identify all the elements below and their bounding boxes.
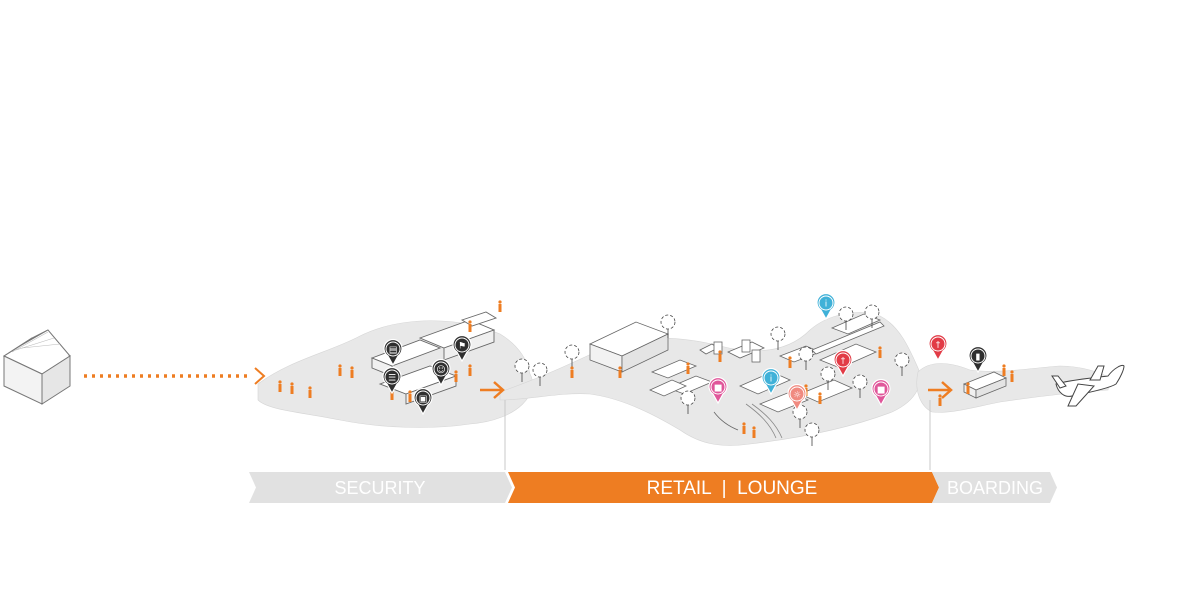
person-figure xyxy=(618,366,622,378)
person-figure xyxy=(468,364,472,376)
restaurant-icon: † xyxy=(833,349,853,378)
phase-label-boarding: BOARDING xyxy=(947,478,1043,498)
person-figure xyxy=(686,362,690,374)
person-figure xyxy=(468,320,472,332)
restaurant-icon: † xyxy=(928,333,948,362)
person-figure xyxy=(718,350,722,362)
svg-text:■: ■ xyxy=(877,386,886,396)
phase-label-retail-lounge: RETAIL | LOUNGE xyxy=(647,478,818,499)
svg-text:i: i xyxy=(770,375,773,385)
svg-text:☰: ☰ xyxy=(388,374,396,384)
metal-detector-icon: ☰ xyxy=(382,366,402,395)
person-figure xyxy=(498,300,502,312)
svg-text:☼: ☼ xyxy=(793,391,801,401)
tree-icon xyxy=(564,344,580,368)
person-figure xyxy=(338,364,342,376)
person-figure xyxy=(350,366,354,378)
person-figure xyxy=(938,394,942,406)
tree-icon xyxy=(864,304,880,328)
phase-label-security: SECURITY xyxy=(334,478,425,498)
person-figure xyxy=(752,426,756,438)
person-figure xyxy=(570,366,574,378)
svg-text:■: ■ xyxy=(714,384,723,394)
person-figure xyxy=(278,380,282,392)
person-figure xyxy=(290,382,294,394)
service-pins: ▤ ☰ ☺ ⚑ ▣ ■ i † ■ i ☼ † ▮ xyxy=(382,292,988,416)
tree-icon xyxy=(514,358,530,382)
phase-band-boarding: BOARDING xyxy=(932,472,1057,503)
person-figure xyxy=(408,390,412,402)
tree-icon xyxy=(804,422,820,446)
tree-icon xyxy=(770,326,786,350)
info-icon: i xyxy=(761,367,781,396)
airplane-icon xyxy=(1051,365,1125,407)
approach-arrow xyxy=(84,367,266,385)
svg-text:▣: ▣ xyxy=(419,395,428,405)
person-figure xyxy=(1002,364,1006,376)
flow-arrow-boarding xyxy=(928,381,953,399)
house-icon xyxy=(2,329,72,405)
tree-icon xyxy=(680,390,696,414)
tree-icon xyxy=(660,314,676,338)
flow-arrow-security xyxy=(480,381,505,399)
shopping-bag-icon: ■ xyxy=(871,378,891,407)
person-figure xyxy=(742,422,746,434)
tree-icon xyxy=(894,352,910,376)
person-figure xyxy=(454,370,458,382)
boarding-path-area xyxy=(916,363,1111,413)
person-figure xyxy=(308,386,312,398)
person-figure xyxy=(1010,370,1014,382)
tree-icon xyxy=(798,346,814,370)
phase-band-retail-lounge: RETAIL | LOUNGE xyxy=(508,472,939,503)
luggage-icon: ⚑ xyxy=(452,334,472,363)
info-icon: i xyxy=(816,292,836,321)
tree-icon xyxy=(838,306,854,330)
people xyxy=(278,300,1014,438)
person-figure xyxy=(788,356,792,368)
tree-icon xyxy=(532,362,548,386)
person-figure xyxy=(878,346,882,358)
person-figure xyxy=(966,382,970,394)
person-figure xyxy=(818,392,822,404)
trees xyxy=(514,304,910,446)
svg-text:†: † xyxy=(936,341,941,351)
shopping-bag-icon: ■ xyxy=(708,376,728,405)
baggage-scan-icon: ▤ xyxy=(383,338,403,367)
tree-icon xyxy=(852,374,868,398)
boarding-pass-icon: ▮ xyxy=(968,345,988,374)
kids-play-icon: ☼ xyxy=(787,383,807,412)
pat-down-icon: ▣ xyxy=(413,387,433,416)
svg-text:▮: ▮ xyxy=(976,353,981,363)
svg-text:i: i xyxy=(825,300,828,310)
phase-band-security: SECURITY xyxy=(249,472,512,503)
svg-text:▤: ▤ xyxy=(389,346,398,356)
svg-text:⚑: ⚑ xyxy=(458,342,466,352)
svg-text:☺: ☺ xyxy=(436,365,445,376)
passport-control-icon: ☺ xyxy=(431,358,451,387)
svg-text:†: † xyxy=(841,357,846,367)
tree-icon xyxy=(820,366,836,390)
